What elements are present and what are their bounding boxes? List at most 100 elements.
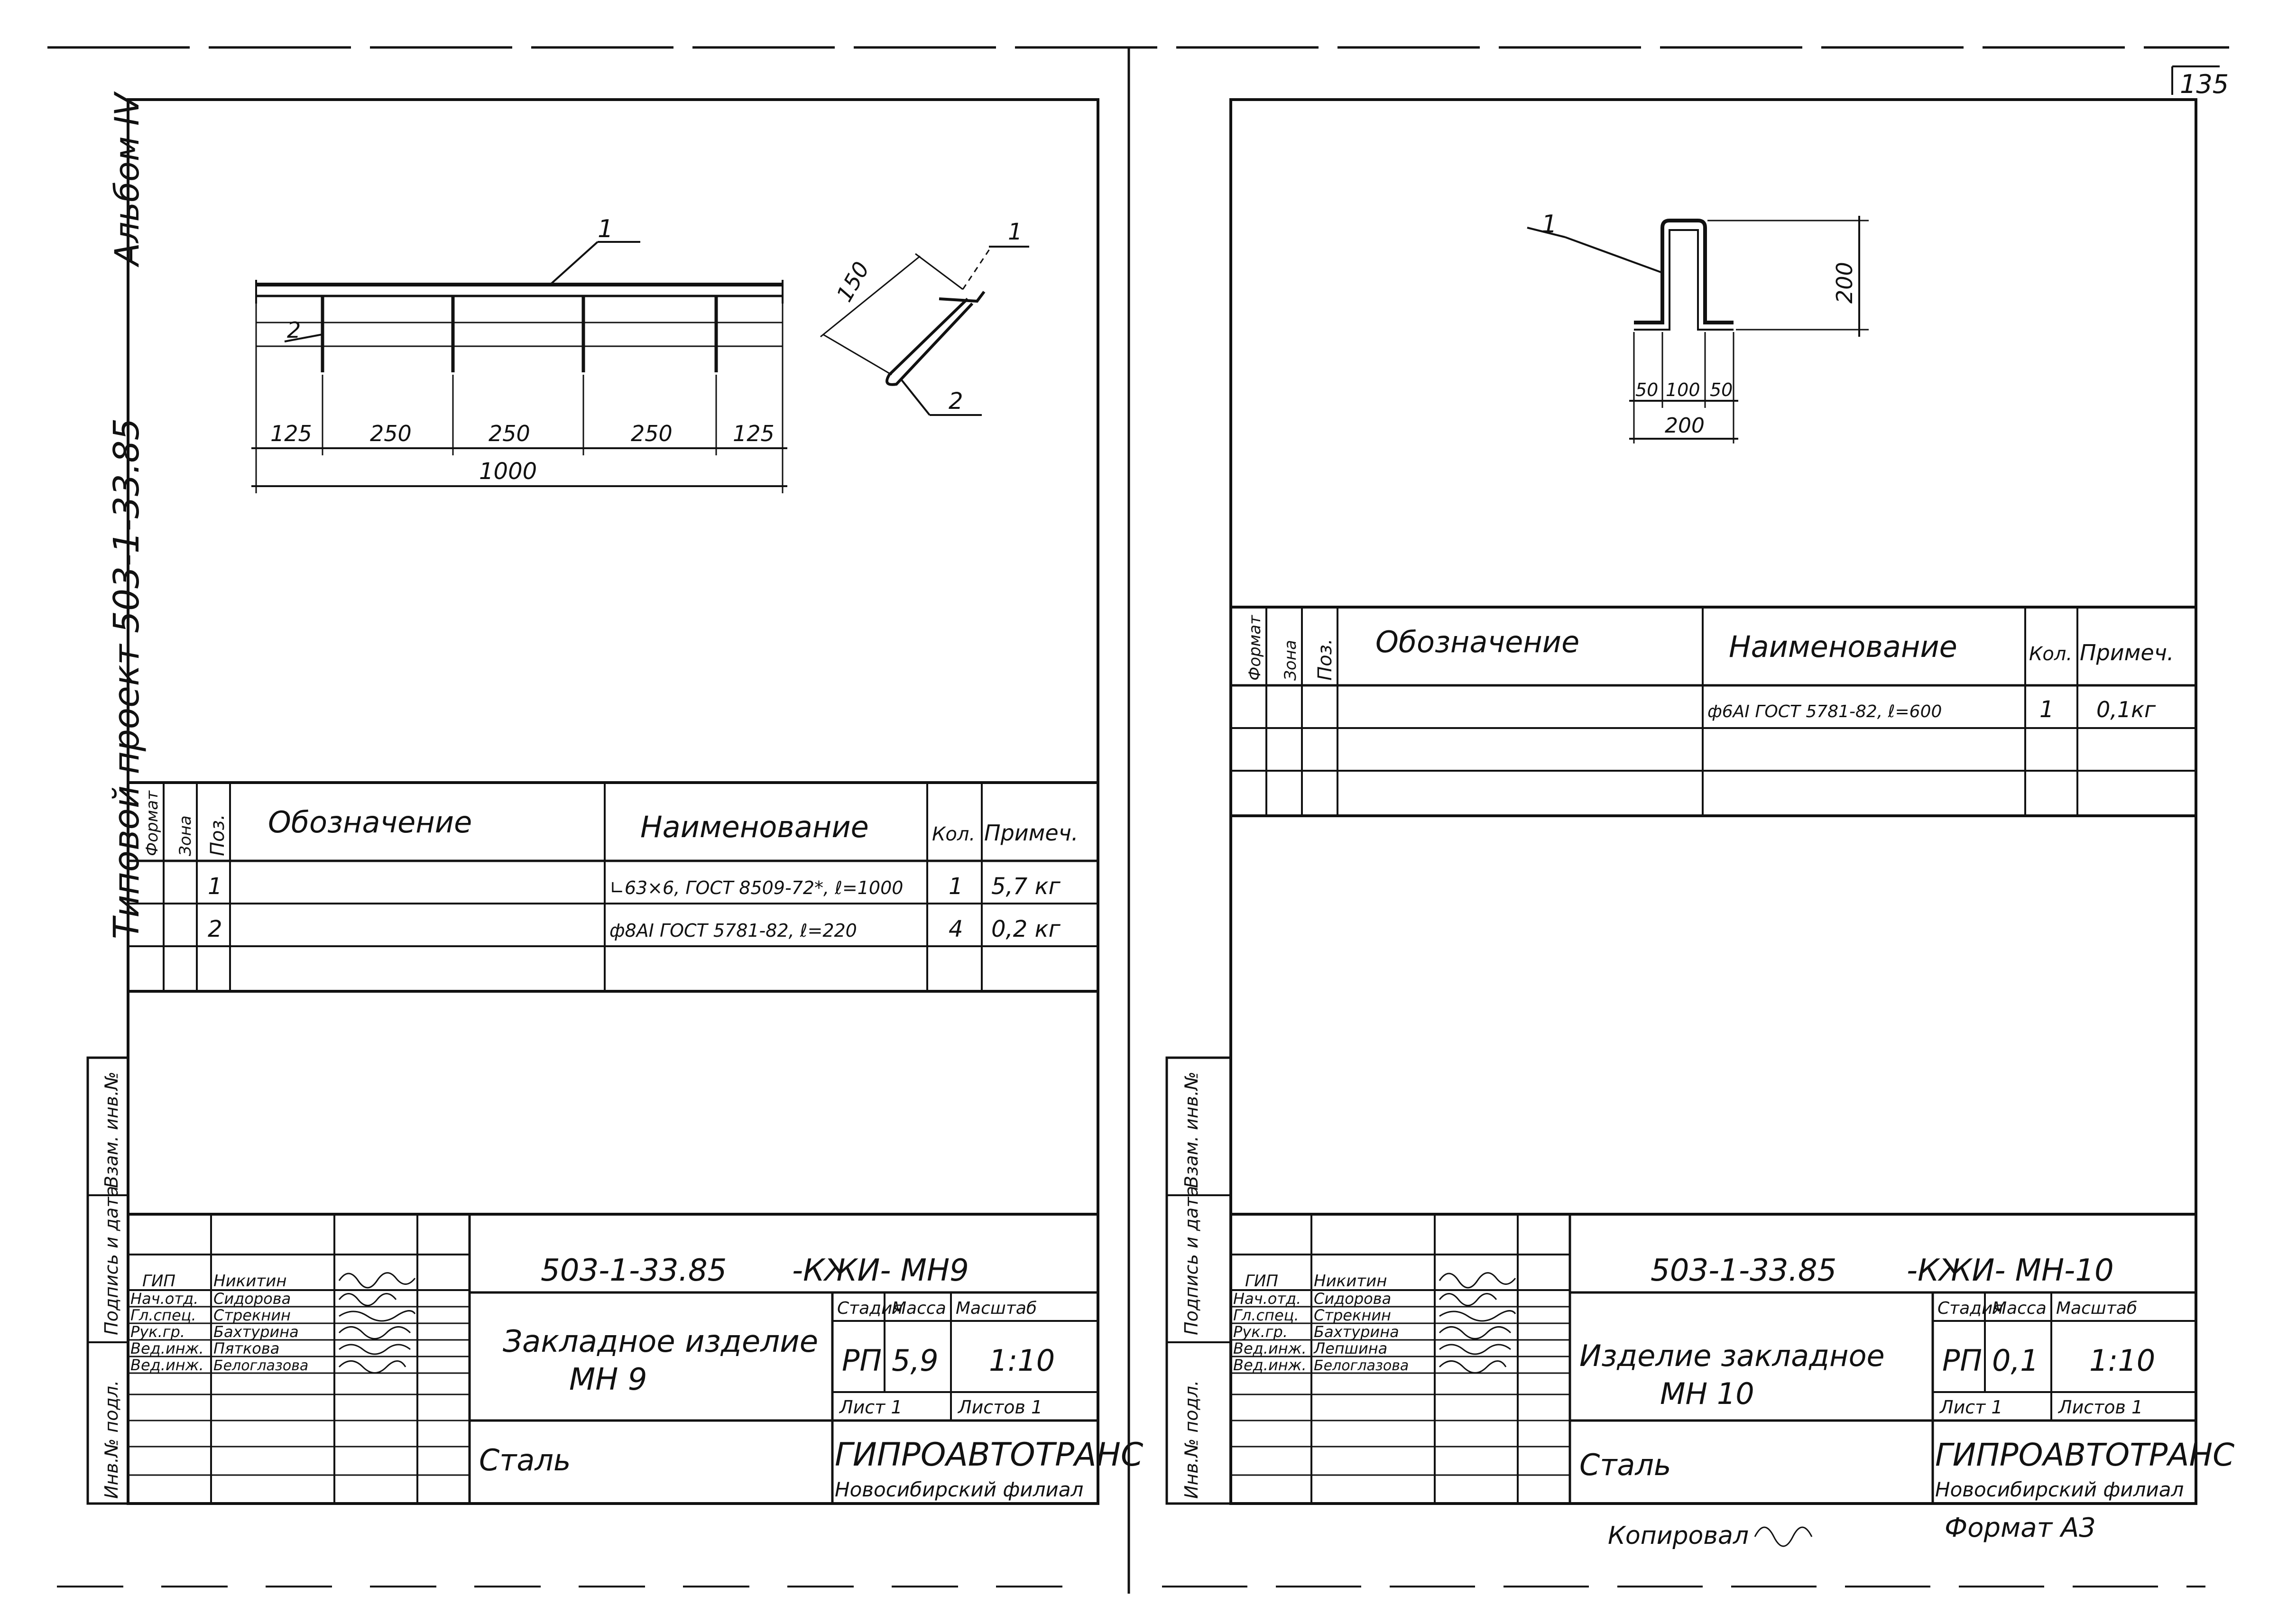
mass-header: Масса: [892, 1299, 946, 1318]
dim-span-2: 250: [489, 421, 530, 446]
copied-by: Копировал: [1608, 1522, 1749, 1550]
role-1: ГИП: [1245, 1272, 1278, 1291]
inv-orig-label: Инв.№ подл.: [1181, 1380, 1202, 1499]
hdr-zone: Зона: [176, 815, 195, 856]
sign-date-label: Подпись и дата: [101, 1186, 122, 1335]
role-3: Гл.спец.: [1233, 1306, 1299, 1324]
hdr-note: Примеч.: [2080, 640, 2174, 665]
pos-label-1: 1: [598, 215, 613, 243]
doc-code: 503-1-33.85: [541, 1253, 727, 1288]
org-name: ГИПРОАВТОТРАНС: [835, 1436, 1144, 1474]
spec-row2-name: ф8АI ГОСТ 5781-82, ℓ=220: [609, 920, 857, 941]
right-sheet: Инв.№ подл. Подпись и дата Взам. инв.№ 1…: [1165, 98, 2234, 1550]
hdr-designation: Обозначение: [1375, 625, 1579, 659]
hdr-name: Наименование: [1729, 629, 1957, 664]
sheets-total: Листов 1: [2057, 1397, 2143, 1418]
org-name: ГИПРОАВТОТРАНС: [1935, 1437, 2234, 1473]
item-mark: МН 9: [569, 1362, 647, 1397]
role-5: Вед.инж.: [1233, 1339, 1307, 1357]
spec-table-right: Формат Зона Поз. Обозначение Наименовани…: [1229, 606, 2197, 817]
stage-header: Стадия: [837, 1299, 903, 1318]
spec-table-left: Формат Зона Поз. Обозначение Наименовани…: [127, 781, 1099, 993]
spec-row1-pos: 1: [208, 873, 222, 900]
role-4: Рук.гр.: [130, 1323, 185, 1341]
org-branch: Новосибирский филиал: [1935, 1478, 2184, 1501]
sheet-number: Лист 1: [1939, 1397, 2003, 1418]
role-2: Нач.отд.: [1233, 1290, 1301, 1308]
dim-end-right: 125: [733, 421, 775, 446]
doc-code-suffix: -КЖИ- МН9: [792, 1253, 969, 1288]
role-3: Гл.спец.: [130, 1306, 196, 1324]
mass-value: 5,9: [892, 1343, 939, 1378]
name-1: Никитин: [213, 1272, 286, 1291]
material: Сталь: [1579, 1448, 1671, 1482]
scale-header: Масштаб: [956, 1299, 1037, 1318]
name-1: Никитин: [1314, 1272, 1387, 1291]
dim-height: 200: [1832, 262, 1857, 304]
dim-width: 200: [1665, 414, 1705, 438]
role-1: ГИП: [142, 1272, 175, 1291]
mn10-drawing: 1 200 50 100 50 200: [1527, 210, 1869, 443]
scale-value: 1:10: [989, 1343, 1055, 1378]
role-6: Вед.инж.: [1233, 1356, 1307, 1374]
scale-value: 1:10: [2089, 1343, 2155, 1378]
hdr-qty: Кол.: [2029, 643, 2072, 665]
name-6: Белоглазова: [213, 1357, 308, 1374]
dim-total: 1000: [479, 458, 537, 485]
spec-row2-pos: 2: [208, 916, 222, 942]
sheets-total: Листов 1: [957, 1397, 1042, 1418]
name-3: Стрекнин: [1314, 1306, 1391, 1324]
spec-row1-name: ф6АI ГОСТ 5781-82, ℓ=600: [1707, 702, 1942, 721]
doc-code-suffix: -КЖИ- МН-10: [1907, 1253, 2114, 1288]
stage-value: РП: [1942, 1343, 1982, 1378]
title-block-left: ГИП Нач.отд. Гл.спец. Рук.гр. Вед.инж. В…: [127, 1213, 1144, 1505]
name-4: Бахтурина: [1314, 1323, 1399, 1341]
role-2: Нач.отд.: [130, 1290, 198, 1308]
name-2: Сидорова: [213, 1290, 291, 1308]
dim-b: 100: [1666, 379, 1700, 400]
scale-header: Масштаб: [2056, 1299, 2137, 1318]
spec-row1-qty: 1: [2039, 696, 2054, 723]
doc-code: 503-1-33.85: [1651, 1253, 1836, 1288]
album-label: Альбом IV: [108, 91, 147, 268]
hdr-name: Наименование: [640, 810, 869, 844]
role-6: Вед.инж.: [130, 1356, 204, 1374]
dim-a: 50: [1635, 379, 1658, 400]
name-6: Белоглазова: [1314, 1357, 1409, 1374]
spec-row1-name: ∟63×6, ГОСТ 8509-72*, ℓ=1000: [609, 877, 903, 898]
hdr-format: Формат: [1245, 615, 1264, 681]
spec-row1-note: 0,1кг: [2096, 697, 2156, 722]
item-title: Закладное изделие: [503, 1324, 818, 1359]
dim-span-1: 250: [370, 421, 412, 446]
hdr-note: Примеч.: [984, 820, 1079, 846]
dim-c: 50: [1710, 379, 1733, 400]
role-4: Рук.гр.: [1233, 1323, 1288, 1341]
inv-orig-label: Инв.№ подл.: [101, 1380, 122, 1499]
hdr-pos: Поз.: [1314, 638, 1336, 681]
sign-date-label: Подпись и дата: [1181, 1186, 1202, 1335]
sheet-format: Формат А3: [1945, 1513, 2096, 1543]
name-3: Стрекнин: [213, 1306, 291, 1324]
dim-end-left: 125: [270, 421, 312, 446]
role-5: Вед.инж.: [130, 1339, 204, 1357]
name-5: Пяткова: [213, 1339, 279, 1357]
spec-row1-note: 5,7 кг: [991, 873, 1061, 900]
name-2: Сидорова: [1314, 1290, 1391, 1308]
mass-value: 0,1: [1992, 1343, 2039, 1378]
inv-replace-label: Взам. инв.№: [1181, 1071, 1202, 1188]
hdr-designation: Обозначение: [268, 805, 472, 840]
hdr-zone: Зона: [1281, 640, 1300, 681]
mn9-drawing: 1 2 125 250 250 250 125 1000: [251, 215, 787, 493]
sheet-number: Лист 1: [839, 1397, 903, 1418]
spec-row1-qty: 1: [949, 873, 963, 900]
mn9-section: 1 2 150: [820, 219, 1029, 416]
spec-row2-qty: 4: [949, 916, 963, 942]
hdr-qty: Кол.: [932, 823, 975, 845]
item-title: Изделие закладное: [1579, 1338, 1885, 1373]
stage-header: Стадия: [1937, 1299, 2003, 1318]
org-branch: Новосибирский филиал: [835, 1478, 1083, 1501]
spec-row2-note: 0,2 кг: [991, 916, 1061, 942]
mass-header: Масса: [1992, 1299, 2047, 1318]
left-sheet: Инв.№ подл. Подпись и дата Взам. инв.№ Т…: [86, 91, 1144, 1505]
